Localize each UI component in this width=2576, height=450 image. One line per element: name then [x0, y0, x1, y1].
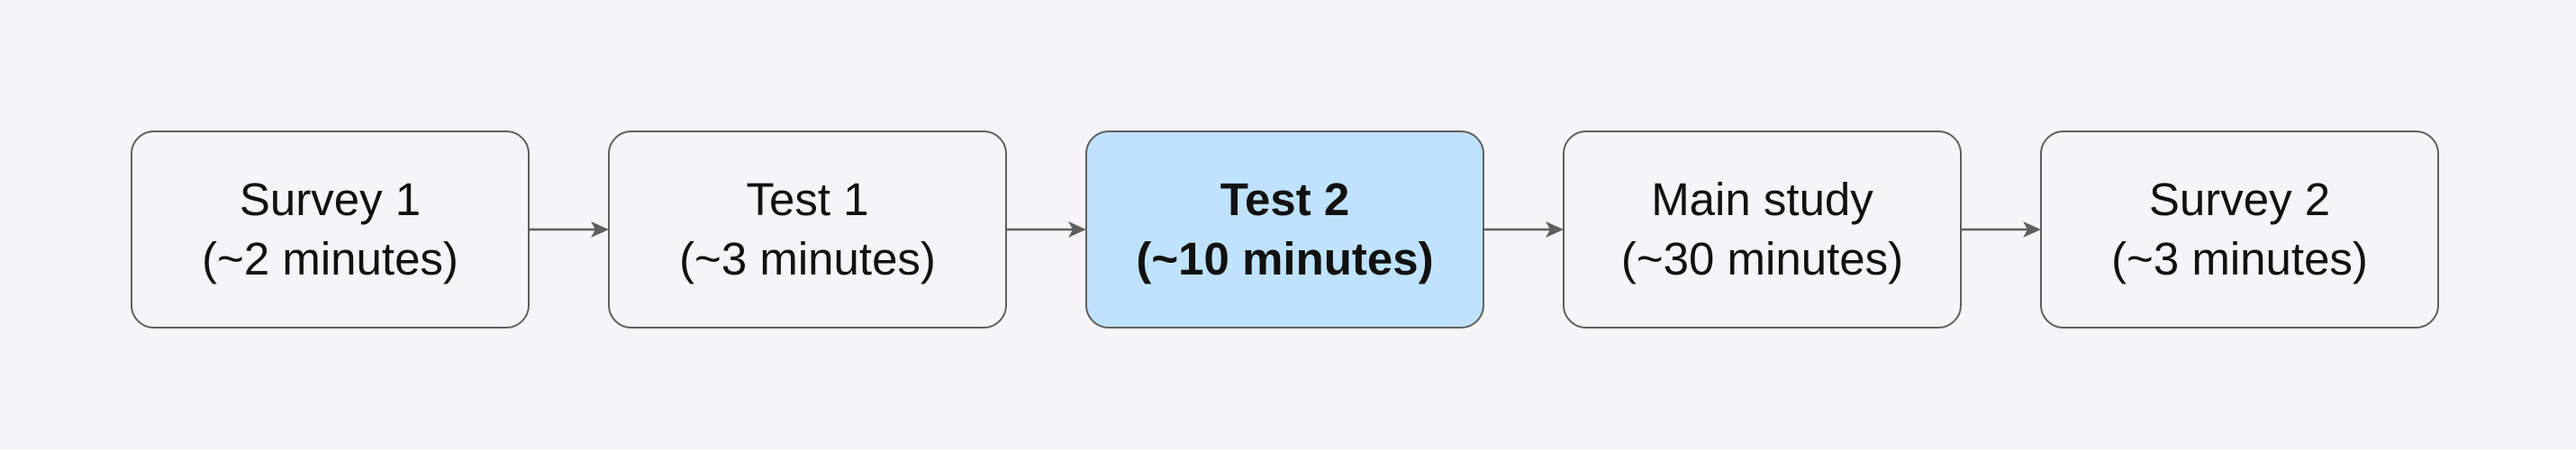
step-title: Main study — [1651, 174, 1873, 225]
arrow-head — [1546, 221, 1564, 238]
step-duration: (~2 minutes) — [202, 233, 458, 284]
step-title: Test 2 — [1220, 174, 1350, 225]
step-test-2: Test 2 (~10 minutes) — [1085, 130, 1484, 328]
step-survey-2: Survey 2 (~3 minutes) — [2040, 130, 2439, 328]
step-test-1: Test 1 (~3 minutes) — [608, 130, 1007, 328]
arrow-head — [591, 221, 609, 238]
step-duration: (~30 minutes) — [1620, 233, 1904, 284]
step-title: Survey 1 — [239, 174, 422, 225]
step-duration: (~3 minutes) — [679, 233, 936, 284]
step-duration: (~3 minutes) — [2111, 233, 2368, 284]
step-main-study: Main study (~30 minutes) — [1563, 130, 1962, 328]
arrow-head — [2023, 221, 2041, 238]
step-survey-1: Survey 1 (~2 minutes) — [131, 130, 530, 328]
step-title: Survey 2 — [2148, 174, 2331, 225]
arrow-head — [1068, 221, 1086, 238]
step-title: Test 1 — [746, 174, 869, 225]
step-duration: (~10 minutes) — [1136, 233, 1434, 284]
